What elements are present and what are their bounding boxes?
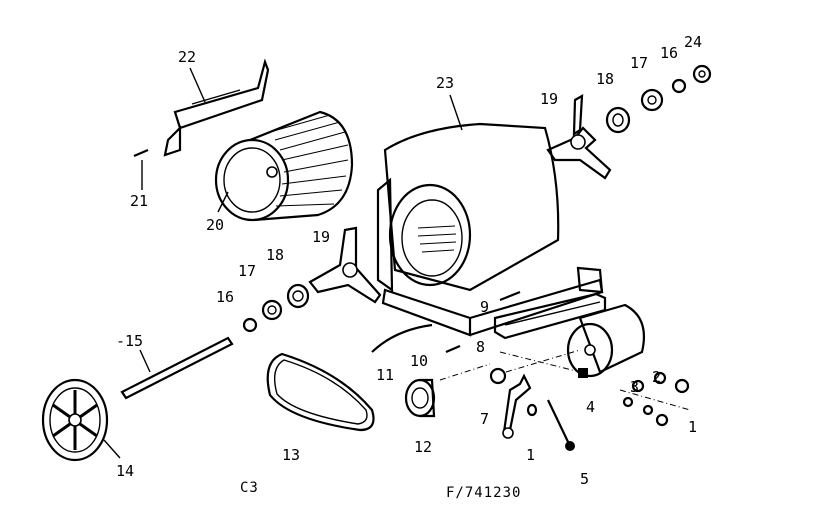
callout-17-upper: 17 <box>630 54 648 72</box>
callout-5: 5 <box>580 470 589 488</box>
part-19-bracket-lower <box>308 226 382 304</box>
callout-21: 21 <box>130 192 148 210</box>
part-7-nut <box>489 367 507 385</box>
callout-20: 20 <box>206 216 224 234</box>
callout-1-right: 1 <box>688 418 697 436</box>
part-24-nut <box>692 64 712 84</box>
part-22-cover-plate <box>163 58 270 157</box>
part-11-wire <box>371 323 433 353</box>
part-17-collar-upper <box>640 88 664 112</box>
callout-19-upper: 19 <box>540 90 558 108</box>
callout-3: 3 <box>630 378 639 396</box>
part-12-motor-pulley <box>404 378 436 418</box>
callout-17-lower: 17 <box>238 262 256 280</box>
callout-8: 8 <box>476 338 485 356</box>
callout-2: 2 <box>652 368 661 386</box>
callout-7: 7 <box>480 410 489 428</box>
callout-19-lower: 19 <box>312 228 330 246</box>
callout-23: 23 <box>436 74 454 92</box>
callout-22: 22 <box>178 48 196 66</box>
callout-12: 12 <box>414 438 432 456</box>
part-5-bolt <box>547 399 575 451</box>
part-23-blower-housing <box>376 94 604 337</box>
callout-9: 9 <box>480 298 489 316</box>
part-14-pulley <box>41 378 121 462</box>
part-13-belt <box>266 352 375 432</box>
part-21-screw <box>133 148 149 190</box>
callout-18-lower: 18 <box>266 246 284 264</box>
part-18-bearing-upper <box>605 106 631 134</box>
part-15-shaft <box>120 336 234 400</box>
callout-4: 4 <box>586 398 595 416</box>
part-2-bracket <box>502 373 532 439</box>
part-1-washer-left <box>526 403 538 417</box>
part-10-screw <box>445 344 461 354</box>
callout-14: 14 <box>116 462 134 480</box>
callout-13: 13 <box>282 446 300 464</box>
part-20-blower-wheel <box>214 110 354 222</box>
part-16-ring-lower <box>242 317 258 333</box>
callout-18-upper: 18 <box>596 70 614 88</box>
callout-24: 24 <box>684 33 702 51</box>
callout-10: 10 <box>410 352 428 370</box>
callout-1-left: 1 <box>526 446 535 464</box>
part-18-bearing-lower <box>286 283 310 309</box>
callout-15: -15 <box>116 332 143 350</box>
callout-16-upper: 16 <box>660 44 678 62</box>
part-17-collar-lower <box>261 299 283 321</box>
part-19-bracket-upper <box>546 94 612 180</box>
part-16-ring-upper <box>671 78 687 94</box>
assembly-center-lines <box>439 349 691 411</box>
part-9-bolt <box>499 290 521 302</box>
diagram-code: C3 <box>240 480 259 496</box>
figure-number: F/741230 <box>446 485 521 501</box>
callout-11: 11 <box>376 366 394 384</box>
callout-16-lower: 16 <box>216 288 234 306</box>
part-4-motor <box>566 303 646 378</box>
part-3-hardware <box>622 371 690 427</box>
